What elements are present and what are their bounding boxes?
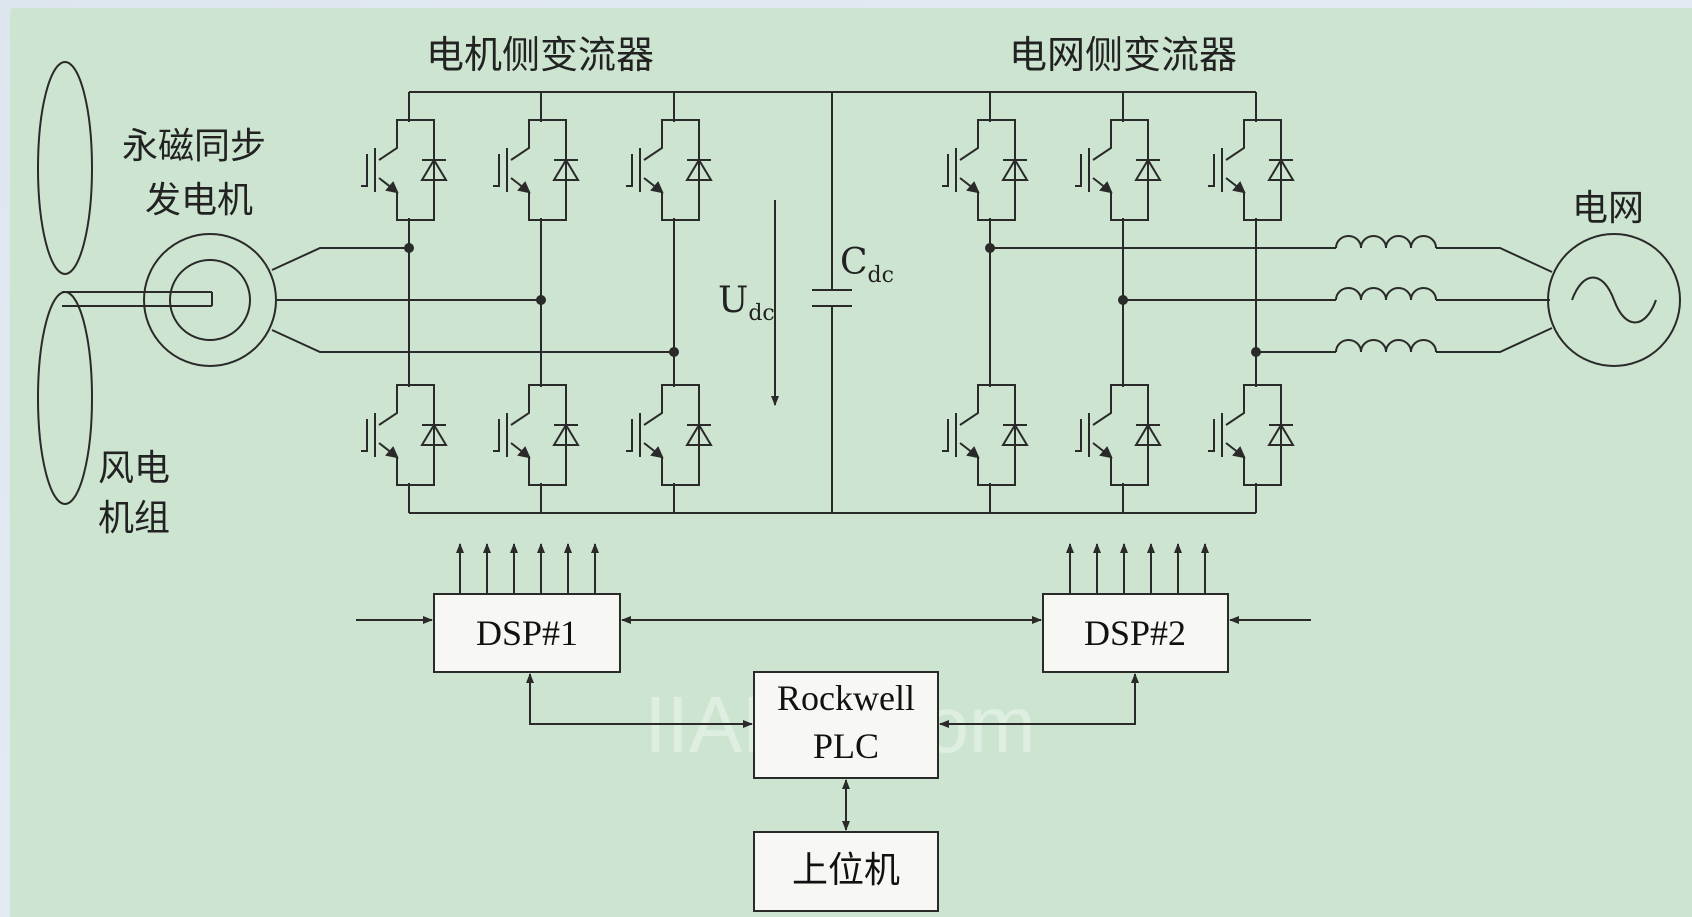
- dc-link-capacitor-icon: [812, 289, 852, 307]
- wind-turbine-blades-icon: [37, 61, 93, 505]
- igbt-switch-icon: [493, 110, 580, 230]
- igbt-switch-icon: [1075, 375, 1162, 495]
- inductor-icon: [1335, 287, 1437, 301]
- motor-side-converter-label: 电机侧变流器: [426, 33, 654, 77]
- plc-label-line1: Rockwell: [777, 678, 915, 718]
- grid-side-converter-label: 电网侧变流器: [1009, 33, 1237, 77]
- gate-signal-arrows: [456, 543, 1209, 594]
- grid-leads: [990, 247, 1553, 353]
- udc-label: Udc: [718, 280, 775, 326]
- pmsg-label-line1: 永磁同步: [122, 126, 266, 167]
- igbt-switch-icon: [361, 375, 448, 495]
- igbt-switch-icon: [1208, 375, 1295, 495]
- grid-label: 电网: [1572, 188, 1644, 229]
- wind-turbine-label-line1: 风电: [98, 448, 170, 489]
- host-computer-label: 上位机: [792, 850, 900, 891]
- dsp1-block: DSP#1: [433, 593, 621, 673]
- inductor-icon: [1335, 235, 1437, 249]
- igbt-switch-icon: [493, 375, 580, 495]
- control-connections: [356, 616, 1311, 831]
- pmsg-generator-icon: [62, 233, 277, 367]
- grid-inductors: [1335, 235, 1437, 353]
- igbt-switch-icon: [626, 110, 713, 230]
- wind-turbine-label-line2: 机组: [98, 498, 170, 539]
- igbt-switch-icon: [626, 375, 713, 495]
- plc-label-line2: PLC: [813, 726, 879, 766]
- igbt-switches: [361, 110, 1295, 495]
- dsp2-block: DSP#2: [1042, 593, 1229, 673]
- dc-bus: [408, 91, 1257, 514]
- cdc-label: Cdc: [840, 242, 894, 288]
- inductor-icon: [1335, 339, 1437, 353]
- generator-leads: [271, 247, 674, 353]
- dsp1-label: DSP#1: [476, 613, 578, 653]
- igbt-switch-icon: [1075, 110, 1162, 230]
- grid-source-icon: [1547, 233, 1681, 367]
- pmsg-label-line2: 发电机: [145, 180, 253, 221]
- igbt-switch-icon: [942, 110, 1029, 230]
- host-computer-block: 上位机: [753, 831, 939, 912]
- igbt-switch-icon: [361, 110, 448, 230]
- plc-block: Rockwell PLC: [753, 671, 939, 779]
- dsp2-label: DSP#2: [1084, 613, 1186, 653]
- igbt-switch-icon: [942, 375, 1029, 495]
- igbt-switch-icon: [1208, 110, 1295, 230]
